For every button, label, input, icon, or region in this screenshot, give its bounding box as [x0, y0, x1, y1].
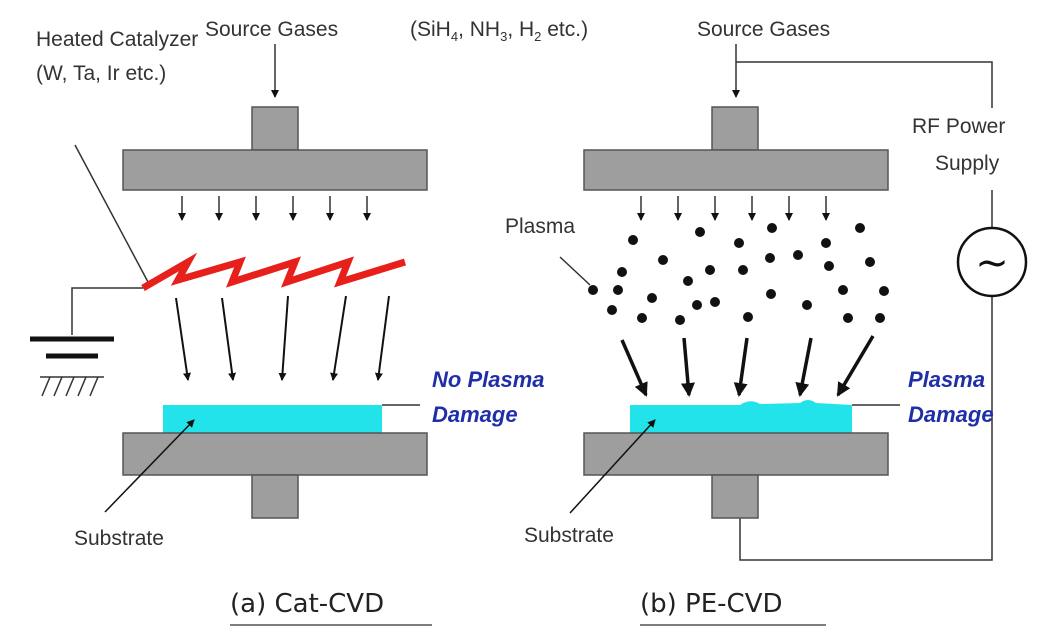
left-radical-arrows — [175, 295, 390, 381]
pe-cvd-panel: Source Gases RF Power Supply ~ Plasma — [505, 18, 1028, 626]
ground-symbol — [40, 376, 104, 397]
plasma-damage-line1: Plasma — [908, 367, 985, 392]
right-substrate-film — [630, 400, 852, 433]
catalyzer-leader-line — [74, 144, 149, 283]
rf-top-wire — [736, 61, 993, 108]
left-substrate-pointer — [104, 419, 195, 513]
rf-source-icon — [956, 226, 1028, 298]
ion-arrow — [733, 337, 749, 397]
right-source-gases-label: Source Gases — [697, 18, 830, 41]
catalyzer-examples-label: (W, Ta, Ir etc.) — [36, 62, 166, 85]
ion-arrow — [836, 335, 875, 397]
left-substrate-holder — [122, 432, 428, 476]
right-holder-stem — [711, 474, 759, 519]
radical-arrow — [221, 297, 237, 381]
right-substrate-holder — [583, 432, 889, 476]
left-showerhead-plate — [122, 149, 428, 191]
right-substrate-pointer — [569, 419, 656, 514]
plasma-damage-line2: Damage — [908, 402, 994, 427]
right-substrate-label: Substrate — [524, 524, 614, 547]
no-plasma-damage-line1: No Plasma — [432, 367, 545, 392]
rf-return-wire — [739, 296, 993, 561]
ac-wave-icon: ~ — [975, 240, 1009, 286]
left-substrate-label: Substrate — [74, 527, 164, 550]
ground-wire — [71, 287, 143, 335]
left-gas-flow-arrows — [178, 196, 371, 221]
plasma-label: Plasma — [505, 215, 575, 238]
right-gas-inlet — [711, 106, 759, 151]
radical-arrow — [278, 295, 289, 381]
cat-cvd-panel: Source Gases Heated Catalyzer (W, Ta, Ir… — [30, 18, 545, 626]
radical-arrow — [175, 297, 191, 381]
heated-catalyzer-label: Heated Catalyzer — [36, 28, 198, 51]
cat-cvd-caption: (a) Cat-CVD — [230, 589, 384, 619]
plasma-particles — [588, 223, 889, 325]
ion-arrow — [620, 339, 648, 397]
left-gas-inlet — [251, 106, 299, 151]
no-plasma-damage-line2: Damage — [432, 402, 518, 427]
right-showerhead-plate — [583, 149, 889, 191]
left-source-gases-label: Source Gases — [205, 18, 338, 41]
rf-power-label-line2: Supply — [935, 152, 1000, 175]
rf-power-label-line1: RF Power — [912, 115, 1005, 138]
radical-arrow — [330, 295, 347, 381]
pe-cvd-caption: (b) PE-CVD — [640, 589, 783, 619]
right-gas-flow-arrows — [637, 196, 830, 221]
ion-arrow — [680, 337, 695, 397]
heated-catalyzer-wire — [141, 252, 407, 292]
radical-arrow — [374, 295, 390, 381]
ion-arrow — [795, 337, 813, 397]
plasma-leader-line — [559, 256, 591, 286]
source-gas-formula: (SiH4, NH3, H2 etc.) — [410, 18, 588, 44]
left-substrate-film — [163, 405, 382, 433]
left-holder-stem — [251, 474, 299, 519]
right-ion-arrows — [620, 335, 875, 397]
